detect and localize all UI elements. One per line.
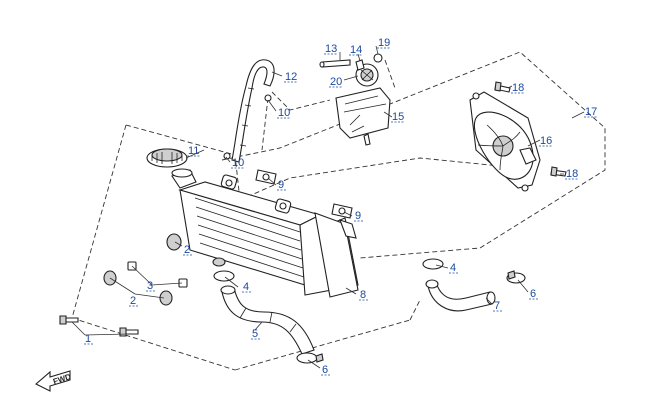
callout-19: 19	[378, 37, 390, 49]
callout-12: 12	[285, 71, 297, 83]
callout-2-lower: 2	[130, 295, 136, 307]
callout-13: 13	[325, 43, 337, 55]
callout-9-right: 9	[355, 210, 361, 222]
cooling-fan-shroud	[469, 91, 541, 192]
callout-4-lower: 4	[243, 281, 249, 293]
callout-labels: 1 2 2 3 4 4 5 6 6 7 8 9 9 10 10 11 12 13	[84, 37, 597, 376]
reservoir-cap	[355, 63, 379, 87]
callout-10-lower: 10	[232, 157, 244, 169]
callout-18-upper: 18	[512, 82, 524, 94]
callout-5: 5	[252, 328, 258, 340]
callout-18-lower: 18	[566, 168, 578, 180]
callout-14: 14	[350, 44, 362, 56]
overflow-tube	[231, 59, 275, 163]
callout-10-upper: 10	[278, 107, 290, 119]
mounting-hardware	[59, 233, 188, 337]
callout-9-left: 9	[278, 179, 284, 191]
radiator-cap	[146, 148, 188, 168]
callout-3: 3	[147, 280, 153, 292]
callout-15: 15	[392, 111, 404, 123]
callout-6-upper: 6	[530, 288, 536, 300]
fan-bolts	[494, 81, 567, 177]
callout-6-lower: 6	[322, 364, 328, 376]
coolant-reservoir	[335, 87, 391, 146]
leader-lines	[71, 45, 585, 369]
small-clamps	[223, 53, 383, 160]
callout-8: 8	[360, 289, 366, 301]
fwd-label: FWD	[52, 372, 72, 386]
callout-2-upper: 2	[184, 244, 190, 256]
callout-20: 20	[330, 76, 342, 88]
breather-pipe	[319, 59, 351, 68]
callout-11: 11	[188, 145, 199, 157]
callout-7: 7	[494, 300, 500, 312]
hose-clamps	[213, 258, 526, 364]
callout-1: 1	[85, 333, 91, 345]
upper-radiator-hose	[425, 279, 496, 312]
assembly-dashed-lines	[71, 51, 606, 371]
radiator	[171, 168, 359, 298]
lower-radiator-hose	[220, 285, 315, 355]
callout-4-upper: 4	[450, 262, 456, 274]
callout-17: 17	[585, 106, 597, 118]
forward-direction-arrow: FWD	[35, 370, 72, 392]
callout-16: 16	[540, 135, 552, 147]
